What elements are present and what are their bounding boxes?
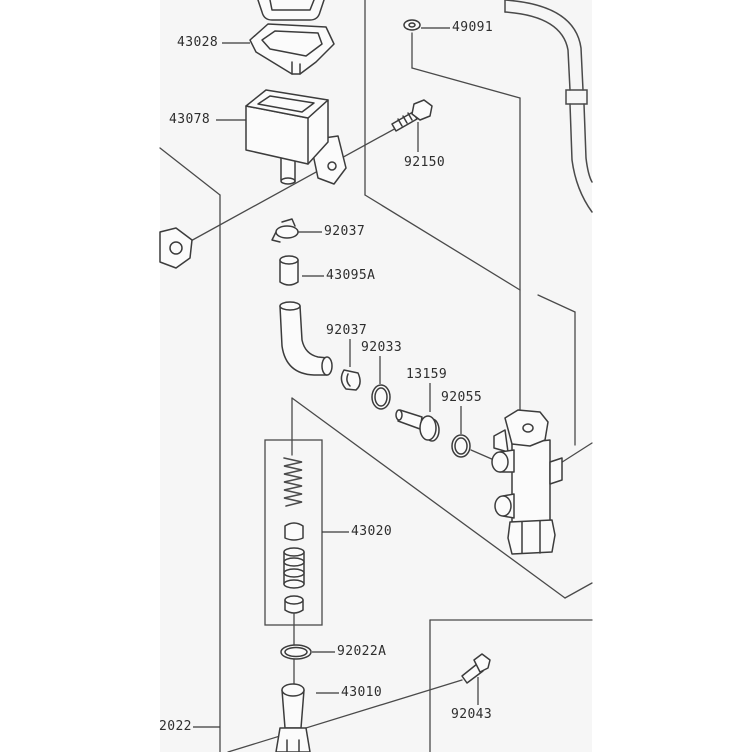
hose-fitting-drawing [395,409,440,442]
nut-drawing [159,227,193,269]
callout-92055: 92055 [441,390,483,405]
master-cylinder-drawing [491,409,563,555]
callout-43028: 43028 [177,35,219,50]
bolt-drawing [391,99,433,132]
callout-92033: 92033 [361,340,403,355]
hose-clamp-drawing [271,218,299,243]
spring-drawing [283,457,303,507]
reservoir-diaphragm-drawing [249,23,335,75]
callout-43020: 43020 [351,524,393,539]
bent-hose-drawing [279,301,333,376]
push-rod-drawing [275,683,311,752]
callout-92043: 92043 [451,707,493,722]
callout-92150: 92150 [404,155,446,170]
callout-43095a: 43095A [326,268,376,283]
callout-2022: 2022 [159,719,192,734]
snap-ring-drawing [280,644,312,660]
reservoir-cap-drawing [257,0,325,21]
assembly-lines [159,0,593,752]
clevis-pin-drawing [461,653,491,684]
hose-drawing [279,255,299,286]
callout-92022a: 92022A [337,644,387,659]
callout-92037-b: 92037 [326,323,368,338]
assembly-line [470,449,495,461]
brake-hose-drawing [504,0,593,213]
callout-43078: 43078 [169,112,211,127]
leader-lines [193,27,479,728]
piston-kit-drawing [283,522,305,614]
callout-92037: 92037 [324,224,366,239]
callout-13159: 13159 [406,367,448,382]
reservoir-drawing [245,89,347,185]
callout-49091: 49091 [452,20,494,35]
o-ring-drawing [451,434,471,458]
callout-43010: 43010 [341,685,383,700]
washer-drawing [403,19,421,31]
diagram-paper [160,0,592,752]
circlip-drawing [371,384,391,410]
hose-clip-drawing [340,369,361,391]
